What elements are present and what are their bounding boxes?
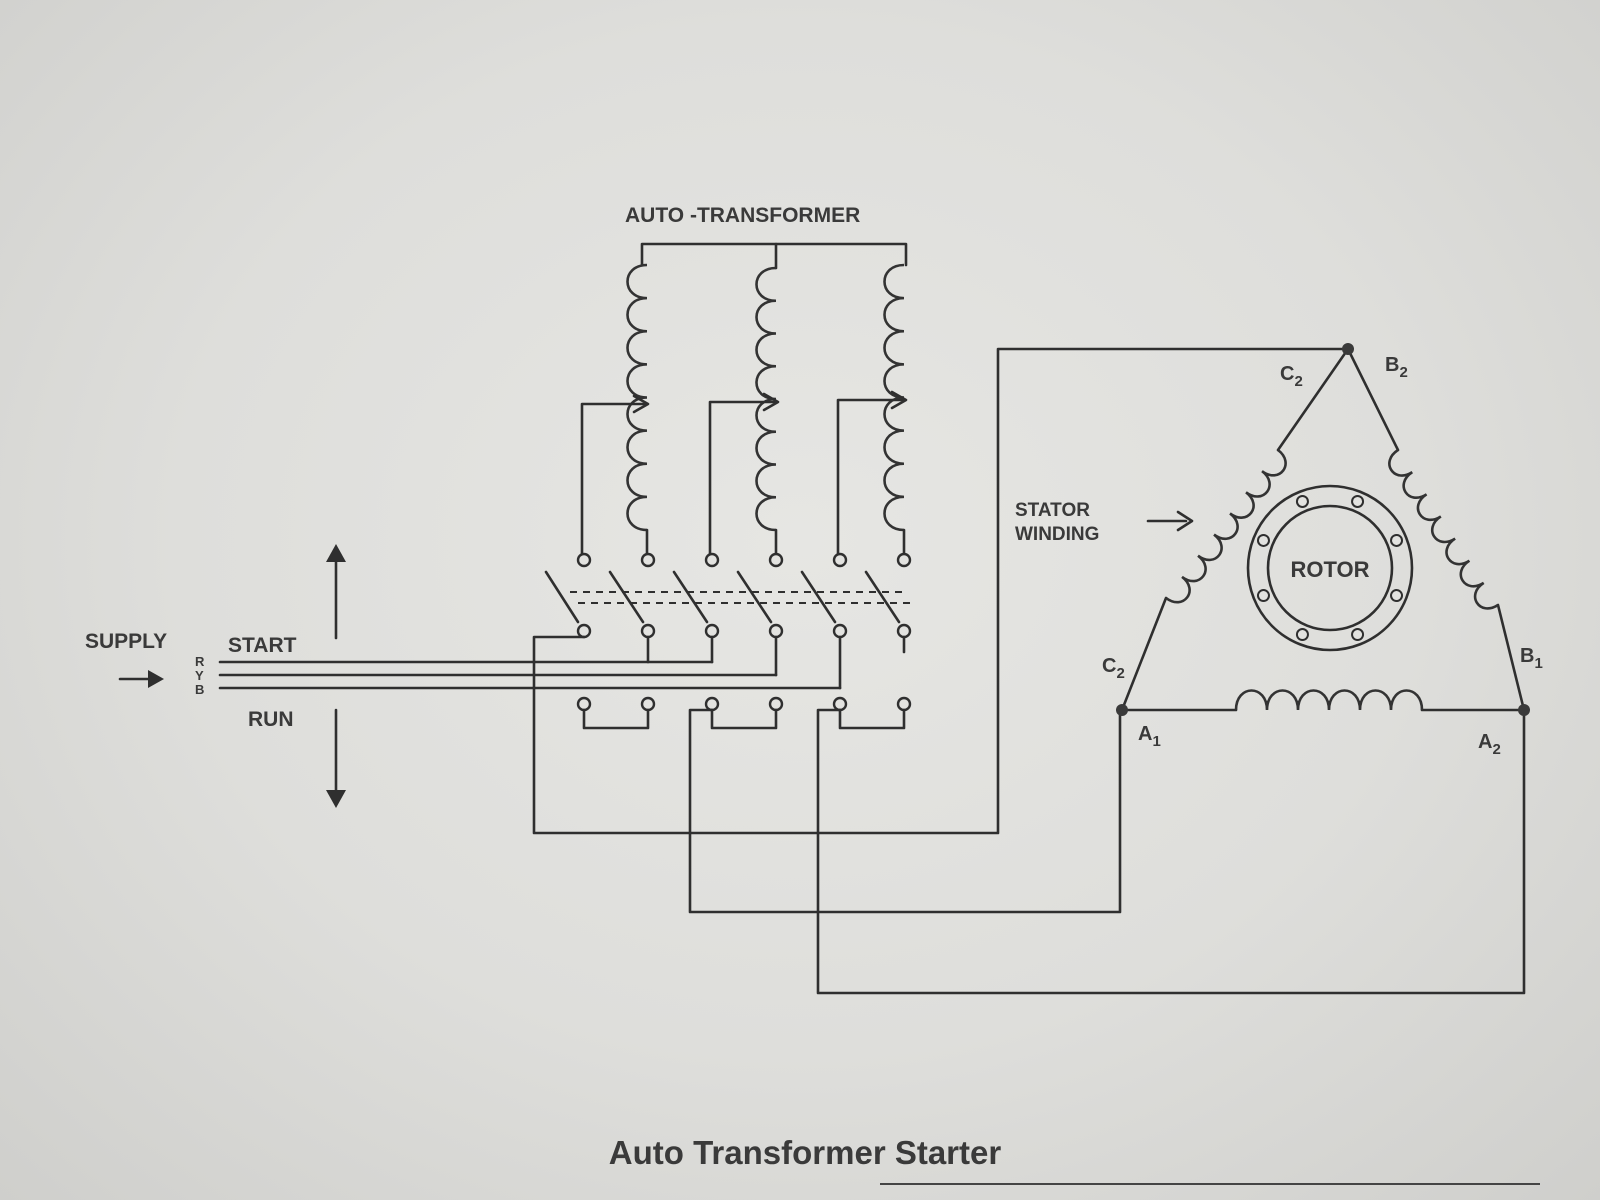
supply-arrow-icon <box>148 670 164 688</box>
rotor-bolts <box>1256 494 1404 642</box>
terminal-b2: B2 <box>1385 354 1408 381</box>
terminal-c2-left: C2 <box>1102 655 1125 682</box>
stator-label-line2: WINDING <box>1015 524 1099 545</box>
switch-pivot-terminals <box>576 623 912 639</box>
run-arrow-icon <box>326 790 346 808</box>
start-label: START <box>228 634 297 657</box>
terminal-a1: A1 <box>1138 723 1161 750</box>
transformer-winding-1 <box>626 263 648 532</box>
diagram-title: Auto Transformer Starter <box>609 1134 1002 1171</box>
tap-lead-1 <box>580 402 648 564</box>
rotor-bolt <box>1295 494 1309 508</box>
rotor-bolt <box>1351 494 1365 508</box>
stator-winding-coils <box>1165 448 1499 711</box>
tap-lead-2 <box>708 400 778 564</box>
stator-right-side-upper <box>1346 347 1400 452</box>
start-arrow-icon <box>326 544 346 562</box>
stator-node-top <box>1342 343 1354 355</box>
switch-blades <box>544 570 901 624</box>
terminal-c2-top: C2 <box>1280 363 1303 390</box>
stator-right-side-lower <box>1496 603 1526 712</box>
stator-coil-left <box>1165 448 1287 604</box>
phase-r-label: R <box>195 654 205 669</box>
run-label: RUN <box>248 708 294 731</box>
phase-b-label: B <box>195 682 204 697</box>
supply-label: SUPPLY <box>85 630 167 653</box>
rotor-outer-ring <box>1246 484 1414 652</box>
motor-feed-wiring <box>532 347 1526 995</box>
rotor-bolt <box>1351 628 1365 642</box>
supply-lines <box>218 635 906 690</box>
switch-top-terminals <box>576 552 912 568</box>
stator-node-right <box>1518 704 1530 716</box>
transformer-windings <box>626 263 905 532</box>
rotor-bolt <box>1295 628 1309 642</box>
rotor-bolt <box>1256 589 1270 603</box>
terminal-a2: A2 <box>1478 731 1501 758</box>
stator-left-side-lower <box>1120 596 1168 712</box>
stator-coil-bottom <box>1234 689 1424 711</box>
tap-arrow-1 <box>632 394 650 414</box>
tap-arrow-3 <box>890 390 908 410</box>
auto-transformer-label: AUTO -TRANSFORMER <box>625 204 860 227</box>
transformer-winding-2 <box>755 266 777 532</box>
phase-y-label: Y <box>195 668 204 683</box>
rotor-bolt <box>1390 533 1404 547</box>
stator-coil-right <box>1388 448 1499 610</box>
stator-left-side-upper <box>1276 347 1350 452</box>
tap-lead-3 <box>836 398 906 564</box>
rotor-inner-ring <box>1266 504 1394 632</box>
run-terminals <box>576 696 912 730</box>
rotor: ROTOR <box>1246 484 1414 652</box>
stator-label-line1: STATOR <box>1015 500 1090 521</box>
tap-arrow-2 <box>762 392 780 412</box>
terminal-b1: B1 <box>1520 645 1543 672</box>
rotor-bolt <box>1256 533 1270 547</box>
stator-arrow-icon <box>1176 510 1194 532</box>
stator-node-left <box>1116 704 1128 716</box>
transformer-top-bus <box>640 242 908 267</box>
rotor-bolt <box>1390 589 1404 603</box>
rotor-label: ROTOR <box>1290 557 1369 582</box>
tap-leads <box>580 390 908 564</box>
